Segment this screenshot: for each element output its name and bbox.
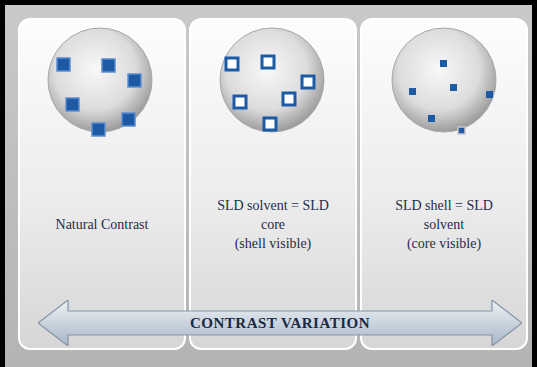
panel-label: (shell visible) [207, 234, 339, 253]
panel-text-group: SLD solvent = SLD core(shell visible) [191, 196, 355, 253]
contrast-arrow: CONTRAST VARIATION [38, 300, 522, 346]
arrow-label: CONTRAST VARIATION [190, 315, 370, 332]
sample-sphere [220, 28, 324, 132]
panel-label: Natural Contrast [36, 215, 168, 234]
panel-text-group: Natural Contrast [20, 215, 184, 234]
double-arrow [38, 300, 522, 346]
panel-label: SLD shell = SLD solvent [378, 196, 510, 234]
panel-text-group: SLD shell = SLD solvent(core visible) [362, 196, 526, 253]
core-only-particles [409, 60, 493, 134]
panel-label: (core visible) [378, 234, 510, 253]
sample-sphere [48, 28, 152, 132]
core-shell-particles [57, 58, 141, 136]
sample-sphere [392, 28, 496, 132]
shell-only-particles [226, 56, 314, 130]
panel-label: SLD solvent = SLD core [207, 196, 339, 234]
